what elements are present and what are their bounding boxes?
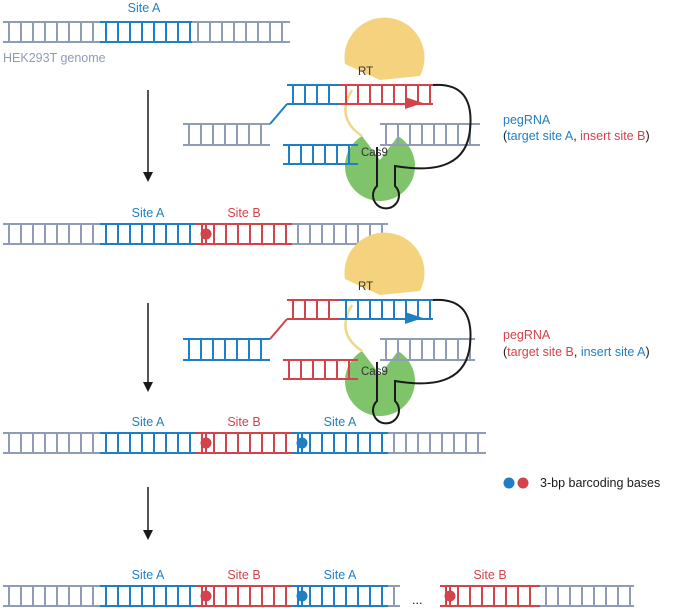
pegrna-1-title: pegRNA	[503, 113, 551, 127]
cas9-label: Cas9	[361, 366, 388, 378]
step-arrow-1	[143, 90, 153, 182]
step-arrow-2	[143, 303, 153, 392]
site-a-segment	[292, 432, 388, 454]
ladder-middle	[183, 123, 480, 146]
rt-enzyme	[344, 232, 425, 295]
target-strand-segment	[287, 84, 340, 105]
ladder-bottom	[283, 144, 358, 165]
site-b-segment	[196, 432, 292, 454]
barcode-dot-red	[517, 477, 529, 489]
genome-segment	[183, 338, 270, 361]
dna-layer	[3, 21, 634, 607]
primer-binding-link	[344, 89, 363, 138]
barcode-marker	[200, 224, 212, 244]
rt-label: RT	[358, 66, 373, 78]
site-a2-label-row3: Site A	[324, 415, 357, 429]
pegrna-scaffold	[372, 298, 472, 425]
site-b-segment	[196, 223, 292, 245]
site-a-segment	[292, 585, 388, 607]
site-b-label-row3: Site B	[227, 415, 260, 429]
genome-segment	[3, 432, 100, 454]
primer-binding-link	[344, 304, 363, 353]
genome-row-1	[3, 21, 290, 43]
rt-enzyme	[344, 17, 425, 80]
rt-template-arrow	[405, 97, 423, 109]
pegrna-2-title: pegRNA	[503, 328, 551, 342]
prime-editor-complex-2: RT Cas9	[183, 232, 475, 425]
strand-link	[269, 103, 288, 125]
site-a2-label-row4: Site A	[324, 568, 357, 582]
barcode-marker	[200, 433, 212, 453]
pegrna-1-description: (target site A, insert site B)	[503, 129, 650, 143]
site-a-label-row2: Site A	[132, 206, 165, 220]
genome-row-3	[3, 432, 486, 454]
genome-segment	[192, 21, 290, 43]
strand-link	[269, 318, 288, 340]
cas9-enzyme	[345, 351, 416, 417]
site-a-segment	[100, 432, 196, 454]
step-arrow-3	[143, 487, 153, 540]
genome-row-2	[3, 223, 388, 245]
cas9-label: Cas9	[361, 147, 388, 159]
edit-template-segment	[340, 299, 433, 320]
genome-segment	[388, 585, 400, 607]
site-b-label-row4: Site B	[227, 568, 260, 582]
edit-template-segment	[340, 84, 433, 105]
barcode-dot-blue	[503, 477, 515, 489]
ladder-middle	[183, 338, 475, 361]
barcode-legend-label: 3-bp barcoding bases	[540, 476, 660, 490]
site-a-segment	[100, 21, 192, 43]
prime-editor-complex-1: RT Cas9	[183, 17, 480, 210]
barcode-marker	[200, 586, 212, 606]
site-a-label-row3: Site A	[132, 415, 165, 429]
ladder-top	[287, 84, 433, 105]
pegrna-scaffold	[372, 83, 472, 210]
spacer-segment	[283, 359, 358, 380]
site-b-segment	[196, 585, 292, 607]
site-a-segment	[100, 223, 196, 245]
genome-segment	[388, 432, 486, 454]
barcode-marker	[444, 586, 456, 606]
genome-row-4	[3, 585, 634, 607]
genome-segment	[183, 123, 270, 146]
site-b-label-row2: Site B	[227, 206, 260, 220]
site-a-label-row4: Site A	[132, 568, 165, 582]
spacer-segment	[283, 144, 358, 165]
site-b2-label-row4: Site B	[473, 568, 506, 582]
genome-segment	[3, 585, 100, 607]
genome-label: HEK293T genome	[3, 51, 106, 65]
site-b-segment	[440, 585, 540, 607]
pegrna-2-description: (target site B, insert site A)	[503, 345, 650, 359]
genome-segment	[540, 585, 634, 607]
site-a-segment	[100, 585, 196, 607]
genome-segment	[3, 223, 100, 245]
genome-segment	[3, 21, 100, 43]
barcode-marker	[296, 586, 308, 606]
ladder-bottom	[283, 359, 358, 380]
ellipsis: ...	[412, 593, 422, 607]
ladder-top	[287, 299, 433, 320]
rt-template-arrow	[405, 312, 423, 324]
target-strand-segment	[287, 299, 340, 320]
rt-label: RT	[358, 281, 373, 293]
cas9-enzyme	[345, 136, 416, 202]
site-a-label-row1: Site A	[128, 1, 161, 15]
barcode-marker	[296, 433, 308, 453]
